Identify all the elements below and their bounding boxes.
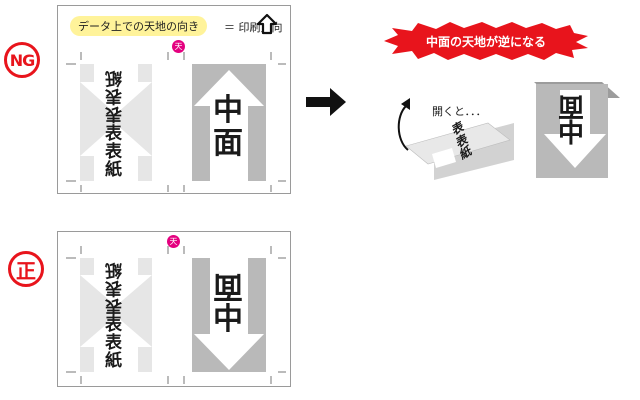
burst-shape: [384, 22, 588, 60]
burst-text: 中面の天地が逆になる: [426, 35, 547, 49]
opened-booklet: [406, 122, 514, 180]
crop-marks: [66, 52, 286, 192]
ng-panel: データ上での天地の向き ＝ 印刷方向 天 表表紙 表表紙 中面: [57, 5, 291, 194]
ng-cover-text-bottom: 表表紙: [105, 124, 122, 180]
correct-panel: 天 表表紙 表表紙 面中: [57, 231, 291, 387]
opened-inner-text: 面中: [558, 90, 585, 149]
ten-badge-correct: 天: [167, 235, 180, 248]
curved-arrow-icon: [397, 98, 410, 151]
correct-cover-arrows: [80, 258, 152, 372]
ng-cover-text-top: 表表紙: [105, 67, 122, 124]
opened-inner-page: [534, 82, 620, 178]
ng-inner-text: 中面: [213, 93, 243, 161]
right-arrow-icon: [306, 88, 346, 116]
ng-stamp-label: NG: [9, 50, 36, 70]
correct-cover-text-top: 表表紙: [105, 259, 122, 316]
legend-label: データ上での天地の向き: [70, 16, 207, 36]
ten-badge: 天: [172, 40, 185, 53]
correct-inner-text: 面中: [213, 269, 243, 337]
open-text: 開くと．．．: [432, 105, 487, 118]
correct-cover-text-bottom: 表表紙: [105, 315, 122, 371]
ng-cover-arrows: [80, 64, 152, 181]
up-arrow-outline-icon: [256, 13, 278, 35]
ng-stamp: NG: [4, 42, 40, 78]
correct-inner-down-arrow: [194, 258, 264, 370]
correct-stamp-label: 正: [16, 258, 36, 283]
ng-inner-up-arrow: [194, 70, 264, 181]
crop-marks-correct: [66, 246, 286, 384]
correct-stamp: 正: [8, 251, 44, 287]
